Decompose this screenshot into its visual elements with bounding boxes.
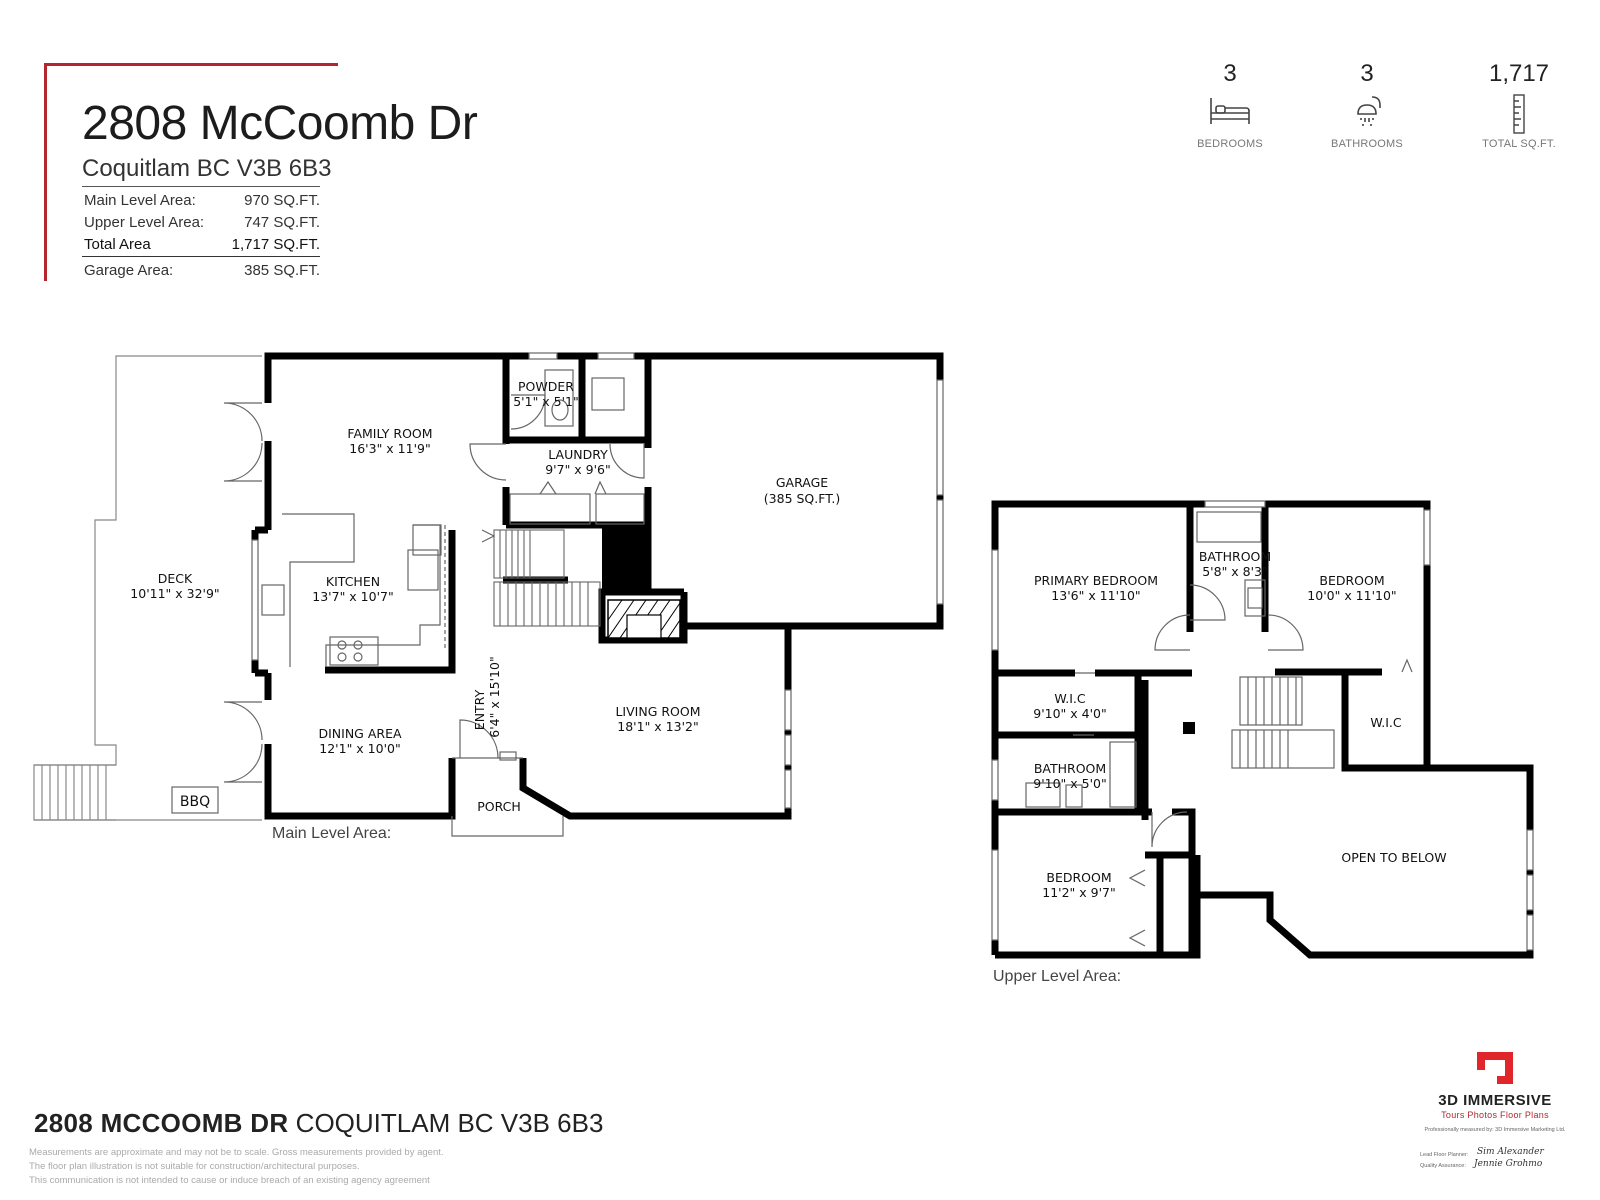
room-name: DINING AREA [318,726,401,741]
area-value: 970 SQ.FT. [244,192,320,209]
fireplace [607,599,681,639]
area-row-total: Total Area 1,717 SQ.FT. [84,236,320,256]
brand-logo-icon [1475,1050,1515,1086]
room-name: LAUNDRY [548,447,608,462]
room-size: 10'11" x 32'9" [130,586,219,601]
signature: Sim Alexander [1477,1147,1544,1157]
room-size: 10'0" x 11'10" [1307,588,1396,603]
room-size: 5'8" x 8'3" [1202,564,1268,579]
room-name: FAMILY ROOM [347,426,432,441]
area-row-main: Main Level Area: 970 SQ.FT. [84,192,320,212]
stat-value: 3 [1360,60,1374,87]
room-size: 13'6" x 11'10" [1051,588,1140,603]
stat-total-sqft: 1,717 TOTAL SQ.FT. [1459,60,1579,150]
powder-fixtures [510,369,625,430]
level-caption-upper: Upper Level Area: [993,968,1122,985]
level-caption-main: Main Level Area: [272,825,392,842]
credit-label: Lead Floor Planner: [1420,1152,1469,1158]
footer-street: 2808 MCCOOMB DR [34,1108,289,1138]
divider [82,256,320,257]
room-size: (385 SQ.FT.) [764,491,840,506]
area-row-garage: Garage Area: 385 SQ.FT. [84,262,320,282]
room-name: PRIMARY BEDROOM [1034,573,1158,588]
brand-tagline: Tours Photos Floor Plans [1441,1110,1549,1120]
room-name: GARAGE [776,475,828,490]
room-name: LIVING ROOM [615,704,700,719]
room-name: W.I.C [1370,715,1402,730]
shower-icon [1307,94,1427,134]
footer-address: 2808 MCCOOMB DR COQUITLAM BC V3B 6B3 [34,1108,603,1139]
accent-line [44,63,338,66]
room-name: KITCHEN [326,574,380,589]
stat-bathrooms: 3 BATHROOMS [1307,60,1427,150]
room-name: DECK [158,571,193,586]
divider [82,186,320,187]
disclaimer-line: This communication is not intended to ca… [29,1175,430,1186]
area-value: 1,717 SQ.FT. [231,236,320,253]
room-size: 9'10" x 5'0" [1033,776,1106,791]
room-name: ENTRY [472,689,487,730]
brand-note: Professionally measured by: 3D Immersive… [1424,1127,1566,1133]
room-size: 18'1" x 13'2" [617,719,698,734]
upper-fixtures [1025,511,1413,947]
stat-label: TOTAL SQ.FT. [1482,138,1556,150]
post [1183,722,1195,734]
room-name: BEDROOM [1319,573,1384,588]
windows [251,352,944,809]
room-size: 9'10" x 4'0" [1033,706,1106,721]
ruler-icon [1459,94,1579,134]
bbq-box [171,786,219,814]
room-name: POWDER [518,379,574,394]
credit-label: Quality Assurance: [1420,1163,1466,1169]
page-subtitle: Coquitlam BC V3B 6B3 [82,155,332,182]
stat-value: 3 [1223,60,1237,87]
disclaimer-line: The floor plan illustration is not suita… [29,1161,360,1172]
stat-label: BEDROOMS [1197,138,1263,150]
room-name: BATHROOM [1034,761,1106,776]
room-name: PORCH [477,799,521,814]
deck-door [223,402,263,783]
stat-label: BATHROOMS [1331,138,1403,150]
room-name: BATHROOM [1199,549,1271,564]
room-size: 13'7" x 10'7" [312,589,393,604]
area-value: 385 SQ.FT. [244,262,320,279]
room-name: BBQ [180,794,210,810]
chimney-block [602,525,648,592]
room-size: 6'4" x 15'10" [487,656,502,737]
area-label: Upper Level Area: [84,214,205,231]
room-size: 5'1" x 5'1" [513,394,579,409]
deck-outline [33,355,262,821]
porch [451,751,564,837]
room-size: 12'1" x 10'0" [319,741,400,756]
room-name: W.I.C [1054,691,1086,706]
disclaimer-line: Measurements are approximate and may not… [29,1147,444,1158]
footer-city: COQUITLAM BC V3B 6B3 [295,1108,604,1138]
room-size: 9'7" x 9'6" [545,462,611,477]
room-size: 16'3" x 11'9" [349,441,430,456]
main-level-plan [33,352,944,837]
area-value: 747 SQ.FT. [244,214,320,231]
room-size: 11'2" x 9'7" [1042,885,1115,900]
stat-bedrooms: 3 BEDROOMS [1170,60,1290,150]
room-name: BEDROOM [1046,870,1111,885]
room-name: OPEN TO BELOW [1341,850,1446,865]
laundry-closets [509,480,645,525]
upper-windows [991,500,1534,951]
area-label: Total Area [84,236,151,253]
stat-value: 1,717 [1488,60,1550,87]
upper-level-plan [991,500,1534,959]
room-labels: FAMILY ROOM 16'3" x 11'9" POWDER 5'1" x … [130,379,1446,900]
signature: Jennie Grohmo [1474,1159,1543,1169]
stairs [493,529,601,627]
accent-line [44,63,47,281]
area-label: Main Level Area: [84,192,196,209]
area-label: Garage Area: [84,262,174,279]
page-title: 2808 McCoomb Dr [82,97,478,150]
brand-block: 3D IMMERSIVE Tours Photos Floor Plans Pr… [1400,1050,1590,1133]
brand-name: 3D IMMERSIVE [1438,1092,1552,1109]
bed-icon [1170,94,1290,134]
kitchen-counters [261,513,446,667]
area-row-upper: Upper Level Area: 747 SQ.FT. [84,214,320,234]
